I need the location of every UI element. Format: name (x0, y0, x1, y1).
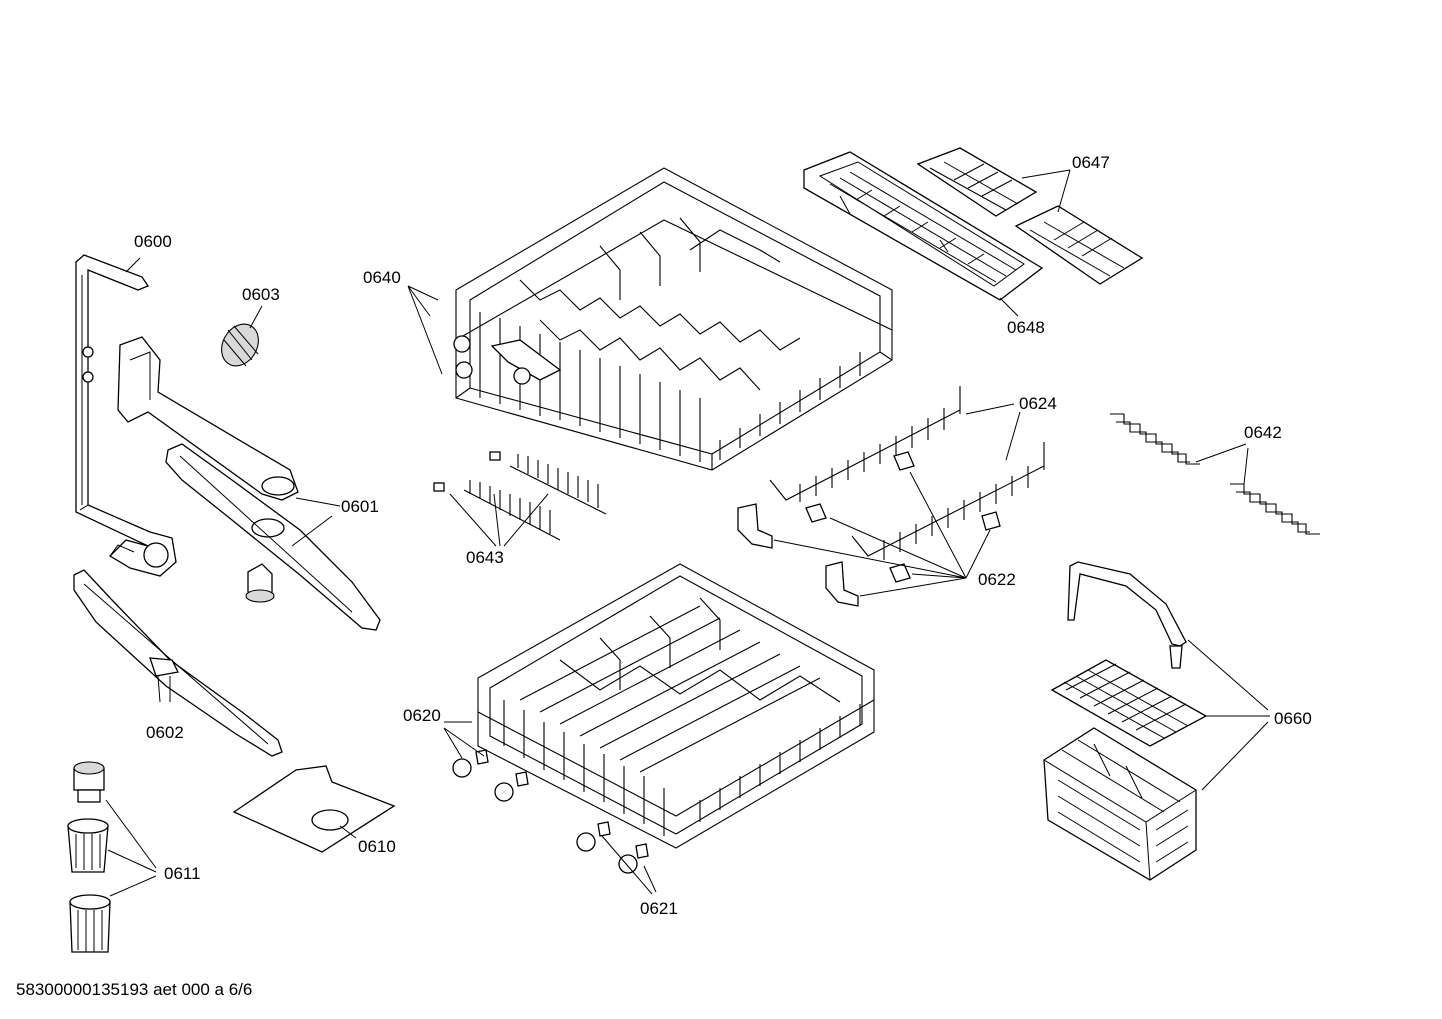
label-0611: 0611 (164, 864, 201, 883)
part-0611-filter-set[interactable] (67, 761, 111, 953)
label-0642: 0642 (1244, 423, 1282, 442)
label-0647: 0647 (1072, 153, 1110, 172)
part-0602-lower-spray-arm[interactable] (73, 569, 283, 757)
part-0642-stair-tines[interactable] (1110, 413, 1320, 535)
label-0620: 0620 (403, 706, 441, 725)
label-0640: 0640 (363, 268, 401, 287)
label-0610: 0610 (358, 837, 396, 856)
part-0640-upper-basket[interactable] (453, 167, 893, 471)
label-0624: 0624 (1019, 394, 1057, 413)
part-0648-cutlery-tray[interactable] (803, 151, 1044, 301)
part-0660-cutlery-basket[interactable] (1043, 561, 1208, 881)
label-0648: 0648 (1007, 318, 1045, 337)
part-labels: 0600 0603 0640 0647 0648 0624 0642 0601 … (134, 153, 1312, 918)
part-0600-supply-pipe[interactable] (75, 254, 177, 577)
label-0602: 0602 (146, 723, 184, 742)
part-0622-clips[interactable] (737, 451, 1001, 607)
part-0601-upper-spray-arm[interactable] (117, 336, 381, 631)
leader-lines (105, 169, 1270, 897)
label-0643: 0643 (466, 548, 504, 567)
label-0622: 0622 (978, 570, 1016, 589)
document-footer-id: 58300000135193 aet 000 a 6/6 (16, 980, 253, 999)
label-0601: 0601 (341, 497, 379, 516)
part-0643-tine-rows[interactable] (433, 451, 607, 541)
part-0647-tray-inserts[interactable] (916, 147, 1144, 285)
part-0624-tine-rows[interactable] (769, 386, 1045, 560)
label-0600: 0600 (134, 232, 172, 251)
part-0620-lower-basket[interactable] (452, 563, 875, 849)
label-0603: 0603 (242, 285, 280, 304)
part-0621-wheels[interactable] (576, 821, 649, 874)
part-0610-sieve-plate[interactable] (232, 765, 396, 853)
label-0660: 0660 (1274, 709, 1312, 728)
label-0621: 0621 (640, 899, 678, 918)
part-0603-filter-cap[interactable] (214, 317, 265, 372)
